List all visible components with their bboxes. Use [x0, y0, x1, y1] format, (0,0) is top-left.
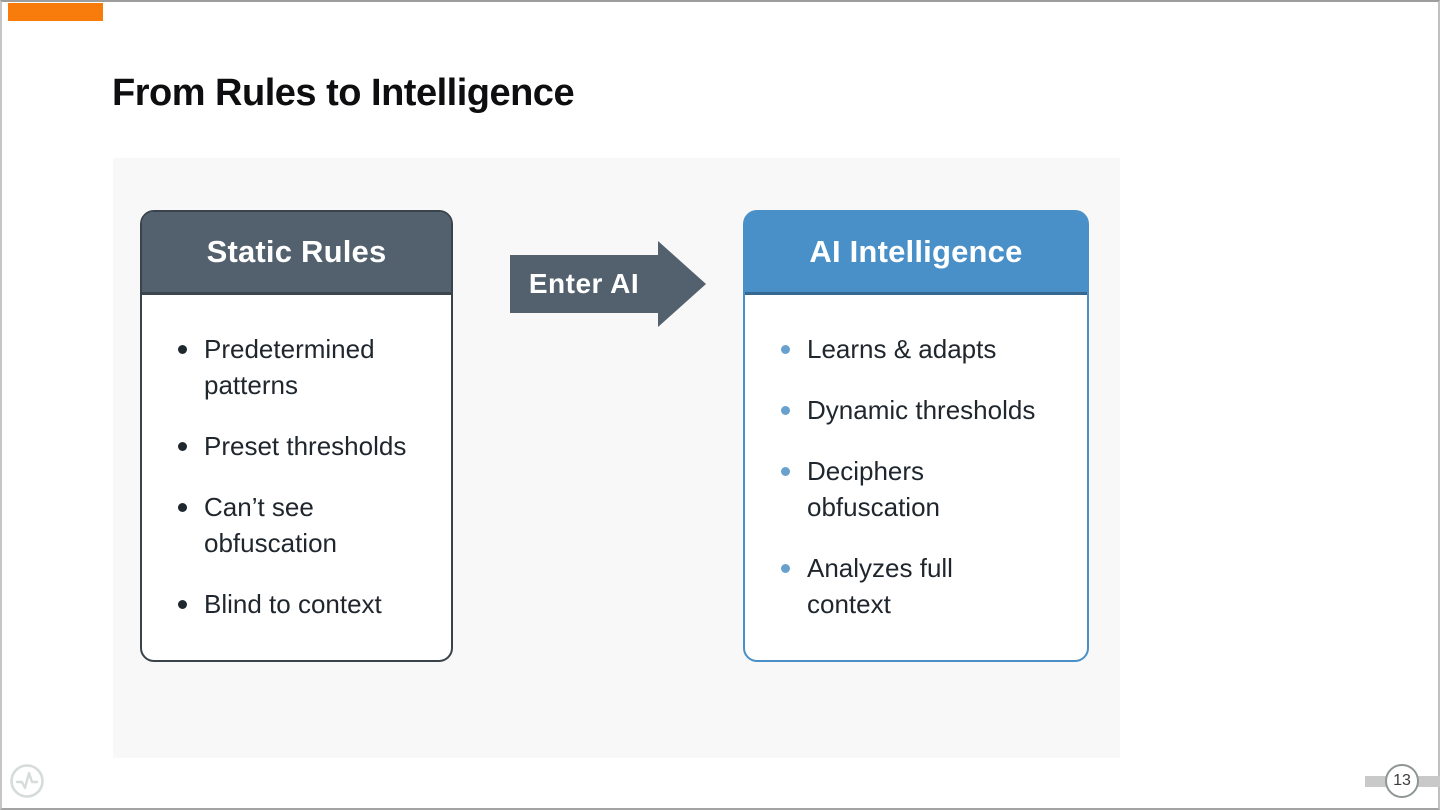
list-item: Preset thresholds — [178, 428, 449, 464]
bullet-dot-icon — [781, 406, 790, 415]
bullet-dot-icon — [781, 564, 790, 573]
bullet-text: Predetermined patterns — [204, 334, 375, 400]
bullet-dot-icon — [178, 503, 187, 512]
list-item: Deciphers obfuscation — [781, 453, 1085, 525]
pulse-logo-icon — [10, 764, 44, 798]
bullet-text: Deciphers obfuscation — [807, 456, 940, 522]
list-item: Dynamic thresholds — [781, 392, 1085, 428]
bullet-dot-icon — [178, 442, 187, 451]
bullet-dot-icon — [781, 467, 790, 476]
page-number-badge: 13 — [1385, 764, 1419, 798]
bullet-text: Preset thresholds — [204, 431, 407, 461]
accent-bar — [8, 3, 103, 21]
list-item: Can’t see obfuscation — [178, 489, 449, 561]
static-rules-card-header: Static Rules — [142, 212, 451, 295]
page-number: 13 — [1393, 772, 1411, 789]
list-item: Learns & adapts — [781, 331, 1085, 367]
bullet-text: Learns & adapts — [807, 334, 997, 364]
enter-ai-arrow: Enter AI — [510, 241, 706, 327]
bullet-text: Dynamic thresholds — [807, 395, 1036, 425]
page-title: From Rules to Intelligence — [112, 72, 575, 114]
bullet-text: Can’t see obfuscation — [204, 492, 337, 558]
list-item: Blind to context — [178, 586, 449, 622]
list-item: Analyzes full context — [781, 550, 1085, 622]
list-item: Predetermined patterns — [178, 331, 449, 403]
bullet-dot-icon — [178, 345, 187, 354]
bullet-text: Analyzes full context — [807, 553, 953, 619]
bullet-dot-icon — [178, 600, 187, 609]
bullet-text: Blind to context — [204, 589, 382, 619]
arrow-head-icon — [658, 241, 706, 327]
ai-intelligence-card-header: AI Intelligence — [745, 212, 1087, 295]
enter-ai-arrow-label: Enter AI — [510, 255, 658, 313]
bullet-dot-icon — [781, 345, 790, 354]
